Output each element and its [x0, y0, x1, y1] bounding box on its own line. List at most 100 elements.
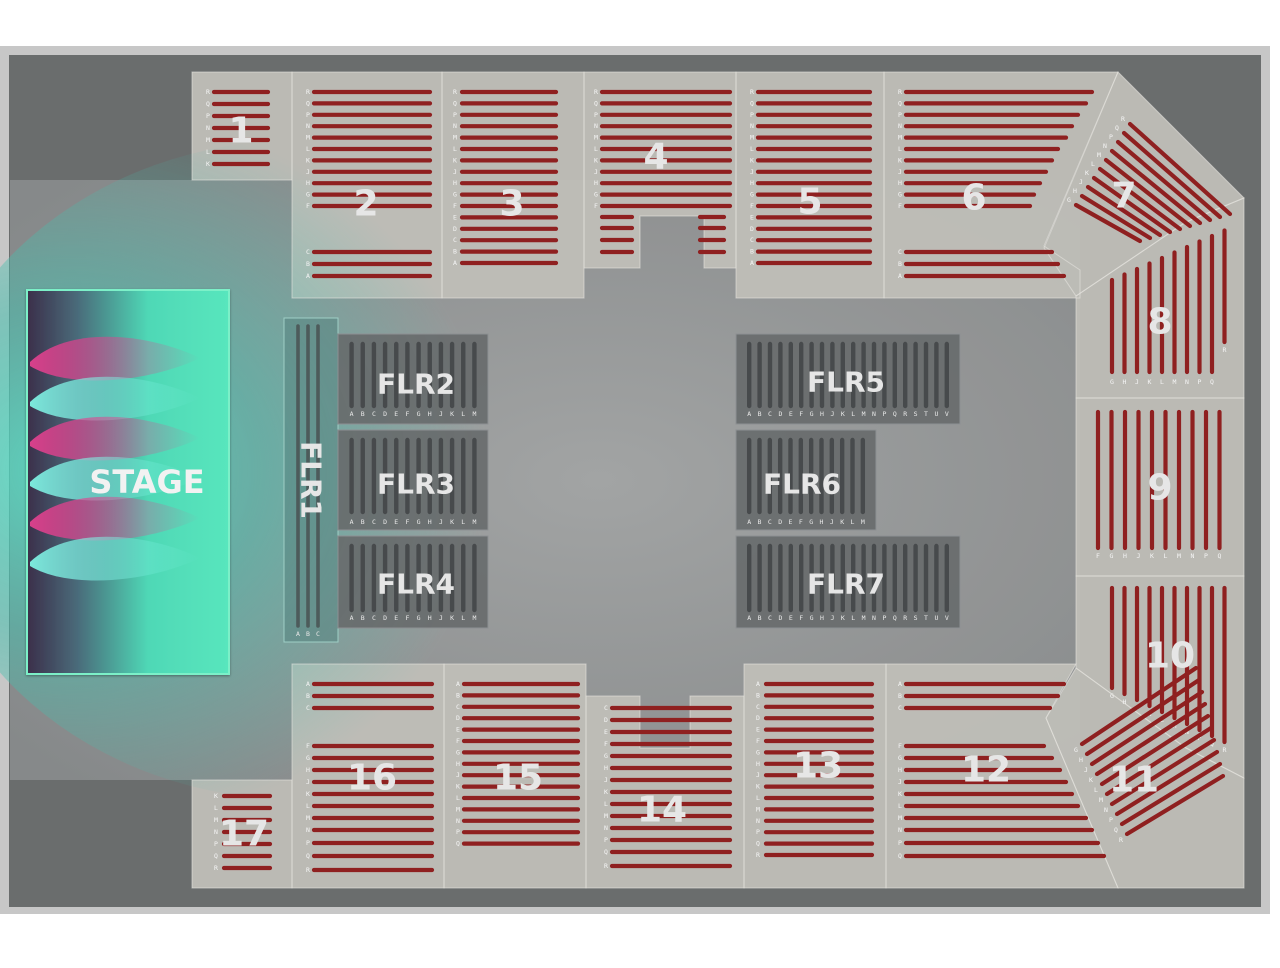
row-label: U: [934, 410, 938, 418]
seat-row[interactable]: [1124, 773, 1226, 837]
section-label-8[interactable]: 8: [1147, 302, 1172, 343]
row-label: H: [820, 410, 824, 418]
seat-row[interactable]: [1121, 130, 1223, 220]
floor-section-label-flr6[interactable]: FLR6: [763, 468, 841, 501]
row-label: L: [851, 518, 855, 526]
row-label: C: [316, 630, 320, 638]
row-label: K: [841, 614, 845, 622]
row-label: R: [1119, 836, 1123, 844]
section-label-11[interactable]: 11: [1109, 760, 1159, 801]
row-label: B: [456, 691, 460, 699]
row-label: H: [604, 764, 608, 772]
floor-section-label-flr7[interactable]: FLR7: [807, 568, 885, 601]
section-label-7[interactable]: 7: [1111, 176, 1136, 217]
row-label: E: [756, 726, 760, 734]
row-label: C: [453, 236, 457, 244]
section-label-1[interactable]: 1: [228, 111, 253, 152]
seat-row[interactable]: [1084, 677, 1202, 757]
seat-row[interactable]: [1109, 737, 1217, 807]
row-label: J: [604, 776, 608, 784]
row-label: L: [456, 794, 460, 802]
row-label: L: [756, 794, 760, 802]
section-label-15[interactable]: 15: [493, 758, 543, 799]
section-label-2[interactable]: 2: [353, 184, 378, 225]
seat-row[interactable]: [1103, 157, 1193, 229]
floor-section-label-flr3[interactable]: FLR3: [377, 468, 455, 501]
section-label-13[interactable]: 13: [793, 746, 843, 787]
row-label: L: [750, 145, 754, 153]
row-label: A: [747, 518, 751, 526]
seat-row[interactable]: [1079, 665, 1199, 747]
seat-row[interactable]: [1094, 701, 1208, 777]
section-label-10[interactable]: 10: [1145, 636, 1195, 677]
row-label: R: [453, 88, 457, 96]
section-label-6[interactable]: 6: [961, 178, 986, 219]
row-label: Q: [594, 99, 598, 107]
row-label: C: [372, 614, 376, 622]
seat-row[interactable]: [1104, 725, 1214, 797]
row-label: R: [1223, 746, 1227, 754]
row-label: Q: [893, 410, 897, 418]
row-label: G: [417, 518, 421, 526]
section-label-9[interactable]: 9: [1147, 468, 1172, 509]
row-label: M: [604, 812, 608, 820]
stage-light-beam: [30, 416, 200, 461]
row-label: F: [799, 518, 803, 526]
section-label-17[interactable]: 17: [219, 814, 269, 855]
row-label: N: [898, 826, 902, 834]
row-label: M: [1177, 552, 1181, 560]
row-label: B: [306, 260, 310, 268]
section-label-16[interactable]: 16: [347, 758, 397, 799]
row-label: N: [898, 122, 902, 130]
floor-section-label-flr1[interactable]: FLR1: [295, 441, 328, 519]
seat-row[interactable]: [1115, 139, 1213, 223]
floor-block[interactable]: [735, 333, 961, 425]
floor-section-label-flr2[interactable]: FLR2: [377, 368, 455, 401]
floor-section-label-flr5[interactable]: FLR5: [807, 366, 885, 399]
row-label: H: [756, 760, 760, 768]
seat-row[interactable]: [1091, 175, 1173, 235]
seat-row[interactable]: [1085, 184, 1163, 238]
seat-row[interactable]: [1099, 713, 1211, 787]
row-label: M: [306, 134, 310, 142]
seat-row[interactable]: [1109, 148, 1203, 226]
row-label: K: [1085, 169, 1089, 177]
row-label: J: [453, 168, 457, 176]
floor-block[interactable]: [735, 535, 961, 629]
row-label: D: [604, 716, 608, 724]
seat-row[interactable]: [1079, 193, 1153, 241]
seat-row[interactable]: [1073, 202, 1143, 244]
seat-row[interactable]: [1114, 749, 1220, 817]
section-label-12[interactable]: 12: [961, 750, 1011, 791]
row-label: A: [756, 680, 760, 688]
row-label: E: [750, 213, 754, 221]
floor-section-label-flr4[interactable]: FLR4: [377, 568, 455, 601]
section-label-4[interactable]: 4: [643, 137, 668, 178]
section-label-3[interactable]: 3: [499, 184, 524, 225]
row-label: N: [594, 122, 598, 130]
seat-row[interactable]: [1097, 166, 1183, 232]
seat-row[interactable]: [1089, 689, 1205, 767]
row-label: E: [394, 518, 398, 526]
row-label: N: [1191, 552, 1195, 560]
floor-block[interactable]: [283, 317, 339, 643]
row-label: M: [750, 134, 754, 142]
section-label-5[interactable]: 5: [797, 182, 822, 223]
seat-row[interactable]: [1127, 121, 1233, 217]
row-label: B: [750, 248, 754, 256]
row-label: U: [934, 614, 938, 622]
section-label-14[interactable]: 14: [637, 790, 687, 831]
seat-row[interactable]: [1119, 761, 1223, 827]
